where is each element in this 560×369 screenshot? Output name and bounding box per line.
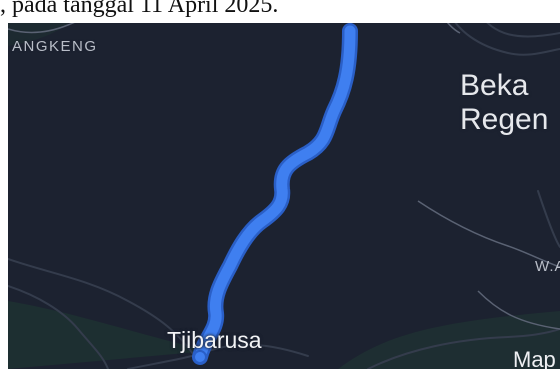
town-label: Tjibarusa: [167, 327, 262, 353]
route-path: [194, 25, 356, 363]
region-label: Beka Regen: [460, 69, 548, 137]
city-label: Map: [513, 347, 556, 369]
map-view[interactable]: ANGKENG Beka Regen W.A Tjibarusa Map: [8, 11, 560, 369]
district-label: ANGKENG: [12, 38, 98, 55]
vegetation-area: [338, 311, 560, 369]
route-line: [192, 23, 358, 365]
region-label-line-2: Regen: [460, 103, 549, 136]
area-label: W.A: [535, 258, 560, 275]
map-canvas[interactable]: [8, 11, 560, 369]
region-label-line-1: Beka: [460, 69, 529, 102]
vegetation-area: [8, 301, 208, 369]
caption-text: , pada tanggal 11 April 2025.: [0, 0, 560, 23]
route-casing: [192, 23, 358, 365]
route-end-marker: [193, 350, 207, 364]
